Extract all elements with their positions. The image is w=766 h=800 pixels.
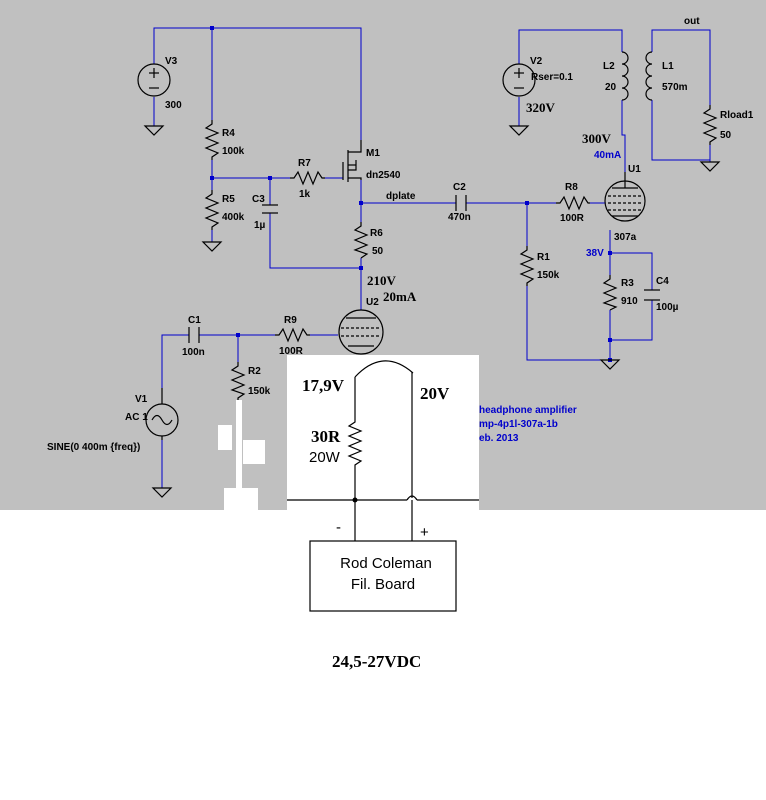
annotation-38v: 38V bbox=[586, 248, 604, 259]
annotation-20w: 20W bbox=[309, 449, 341, 466]
ground-symbol bbox=[143, 125, 165, 136]
v1-function: SINE(0 400m {freq}) bbox=[47, 442, 140, 453]
c4-capacitor bbox=[644, 289, 660, 301]
r8-resistor bbox=[556, 195, 590, 211]
v2-ref: V2 bbox=[530, 56, 543, 67]
dplate-net: dplate bbox=[386, 191, 416, 202]
c3-value: 1µ bbox=[254, 220, 266, 231]
l2-inductor bbox=[621, 51, 629, 101]
fil-board-box bbox=[309, 540, 457, 612]
board-line2: Fil. Board bbox=[351, 576, 415, 593]
c4-ref: C4 bbox=[656, 276, 669, 287]
c3-capacitor bbox=[262, 204, 278, 214]
r2-resistor bbox=[230, 362, 246, 402]
filament-overlay bbox=[287, 355, 479, 510]
c2-ref: C2 bbox=[453, 182, 466, 193]
l2-value: 20 bbox=[605, 82, 617, 93]
v2-source bbox=[502, 63, 536, 97]
v1-ref: V1 bbox=[135, 394, 148, 405]
c2-capacitor bbox=[455, 195, 467, 211]
annotation-20ma: 20mA bbox=[383, 289, 417, 304]
ground-symbol bbox=[151, 487, 173, 498]
rload1-resistor bbox=[702, 105, 718, 145]
r9-value: 100R bbox=[279, 346, 304, 357]
u1-ref: U1 bbox=[628, 164, 641, 175]
annotation-20v: 20V bbox=[420, 384, 450, 403]
u1-value: 307a bbox=[614, 232, 637, 243]
annotation-17-9v: 17,9V bbox=[302, 376, 345, 395]
r3-ref: R3 bbox=[621, 278, 634, 289]
r3-value: 910 bbox=[621, 296, 638, 307]
r7-value: 1k bbox=[299, 189, 311, 200]
annotation-210v: 210V bbox=[367, 273, 397, 288]
r5-ref: R5 bbox=[222, 194, 235, 205]
r8-ref: R8 bbox=[565, 182, 578, 193]
m1-mosfet bbox=[342, 140, 362, 182]
filament-drawing bbox=[287, 360, 479, 541]
v1-ac-source bbox=[145, 388, 179, 440]
r7-resistor bbox=[290, 170, 325, 186]
c3-ref: C3 bbox=[252, 194, 265, 205]
l1-inductor bbox=[645, 51, 653, 101]
rload1-ref: Rload1 bbox=[720, 110, 754, 121]
r1-resistor bbox=[519, 246, 535, 286]
c1-capacitor bbox=[188, 327, 200, 343]
annotation-300v: 300V bbox=[582, 131, 612, 146]
r6-value: 50 bbox=[372, 246, 384, 257]
u2-tube bbox=[338, 309, 384, 355]
u1-tube bbox=[604, 172, 646, 222]
c2-value: 470n bbox=[448, 212, 471, 223]
r6-resistor bbox=[353, 222, 369, 259]
v3-value: 300 bbox=[165, 100, 182, 111]
r2-value: 150k bbox=[248, 386, 271, 397]
c4-value: 100µ bbox=[656, 302, 679, 313]
v3-ref: V3 bbox=[165, 56, 178, 67]
c1-value: 100n bbox=[182, 347, 205, 358]
l2-ref: L2 bbox=[603, 61, 615, 72]
board-line1: Rod Coleman bbox=[340, 555, 432, 572]
supply-voltage: 24,5-27VDC bbox=[332, 652, 421, 671]
r8-value: 100R bbox=[560, 213, 585, 224]
annotation-320v: 320V bbox=[526, 100, 556, 115]
m1-ref: M1 bbox=[366, 148, 380, 159]
out-net: out bbox=[684, 16, 700, 27]
ground-symbol bbox=[599, 359, 621, 370]
r4-ref: R4 bbox=[222, 128, 235, 139]
r30-resistor bbox=[347, 418, 363, 500]
l1-ref: L1 bbox=[662, 61, 674, 72]
erased-marks bbox=[218, 400, 265, 510]
ground-symbol bbox=[201, 241, 223, 252]
r3-resistor bbox=[602, 275, 618, 311]
r6-ref: R6 bbox=[370, 228, 383, 239]
minus-sign: - bbox=[336, 519, 341, 536]
u2-ref: U2 bbox=[366, 297, 379, 308]
title-line2: mp-4p1l-307a-1b bbox=[479, 419, 558, 430]
title-line1: headphone amplifier bbox=[479, 405, 577, 416]
plus-sign: + bbox=[420, 524, 429, 541]
title-line3: eb. 2013 bbox=[479, 433, 519, 444]
v3-source bbox=[137, 63, 171, 97]
v2-value: Rser=0.1 bbox=[531, 72, 573, 83]
c1-ref: C1 bbox=[188, 315, 201, 326]
r5-resistor bbox=[204, 190, 220, 230]
m1-value: dn2540 bbox=[366, 170, 401, 181]
r5-value: 400k bbox=[222, 212, 245, 223]
ground-symbol bbox=[508, 125, 530, 136]
r4-resistor bbox=[204, 120, 220, 160]
annotation-30r: 30R bbox=[311, 427, 341, 446]
l1-value: 570m bbox=[662, 82, 688, 93]
r9-ref: R9 bbox=[284, 315, 297, 326]
r1-ref: R1 bbox=[537, 252, 550, 263]
r7-ref: R7 bbox=[298, 158, 311, 169]
ground-symbol bbox=[699, 161, 721, 172]
annotation-40ma: 40mA bbox=[594, 150, 621, 161]
r2-ref: R2 bbox=[248, 366, 261, 377]
r1-value: 150k bbox=[537, 270, 560, 281]
r9-resistor bbox=[275, 327, 310, 343]
rload1-value: 50 bbox=[720, 130, 732, 141]
v1-value: AC 1 bbox=[125, 412, 148, 423]
r4-value: 100k bbox=[222, 146, 245, 157]
